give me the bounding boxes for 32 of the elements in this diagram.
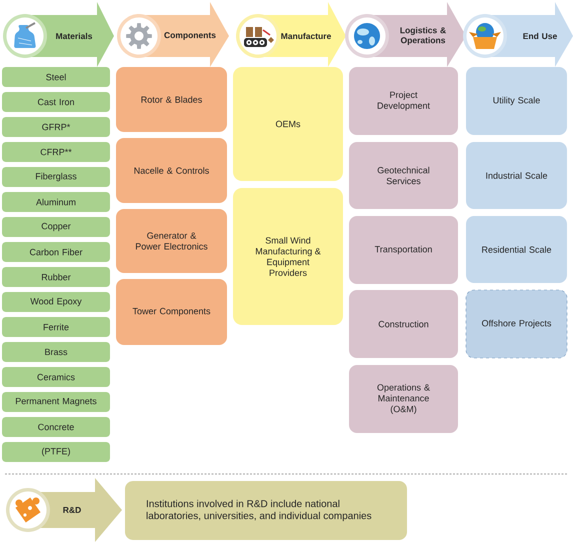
category-box: Small Wind Manufacturing & Equipment Providers bbox=[233, 188, 343, 325]
category-box: Residential Scale bbox=[466, 216, 567, 283]
category-box: Ferrite bbox=[2, 317, 110, 337]
category-box: Transportation bbox=[349, 216, 458, 284]
category-box: Carbon Fiber bbox=[2, 242, 110, 262]
category-box: Rubber bbox=[2, 267, 110, 287]
category-box: Copper bbox=[2, 217, 110, 237]
category-box: CFRP** bbox=[2, 142, 110, 162]
category-box: Nacelle & Controls bbox=[116, 138, 227, 203]
category-box: Offshore Projects bbox=[466, 290, 568, 358]
category-box: Wood Epoxy bbox=[2, 292, 110, 312]
note-box: Institutions involved in R&D include national laboratories, universities, and individual companies bbox=[125, 481, 407, 540]
category-box: Geotechnical Services bbox=[349, 142, 458, 209]
category-box: (PTFE) bbox=[2, 442, 110, 462]
category-box: Fiberglass bbox=[2, 167, 110, 187]
category-box: Project Development bbox=[349, 67, 458, 135]
category-box: Industrial Scale bbox=[466, 142, 567, 209]
category-box: Rotor & Blades bbox=[116, 67, 227, 132]
category-box: OEMs bbox=[233, 67, 343, 181]
category-box: Utility Scale bbox=[466, 67, 567, 135]
category-box: Steel bbox=[2, 67, 110, 87]
category-box: GFRP* bbox=[2, 117, 110, 137]
category-box: Concrete bbox=[2, 417, 110, 437]
category-box: Cast Iron bbox=[2, 92, 110, 112]
category-box: Ceramics bbox=[2, 367, 110, 387]
category-box: Construction bbox=[349, 290, 458, 358]
category-box: Operations & Maintenance (O&M) bbox=[349, 365, 458, 433]
category-box: Permanent Magnets bbox=[2, 392, 110, 412]
category-box: Generator & Power Electronics bbox=[116, 209, 227, 273]
category-box: Brass bbox=[2, 342, 110, 362]
category-box: Tower Components bbox=[116, 279, 227, 345]
category-box: Aluminum bbox=[2, 192, 110, 212]
